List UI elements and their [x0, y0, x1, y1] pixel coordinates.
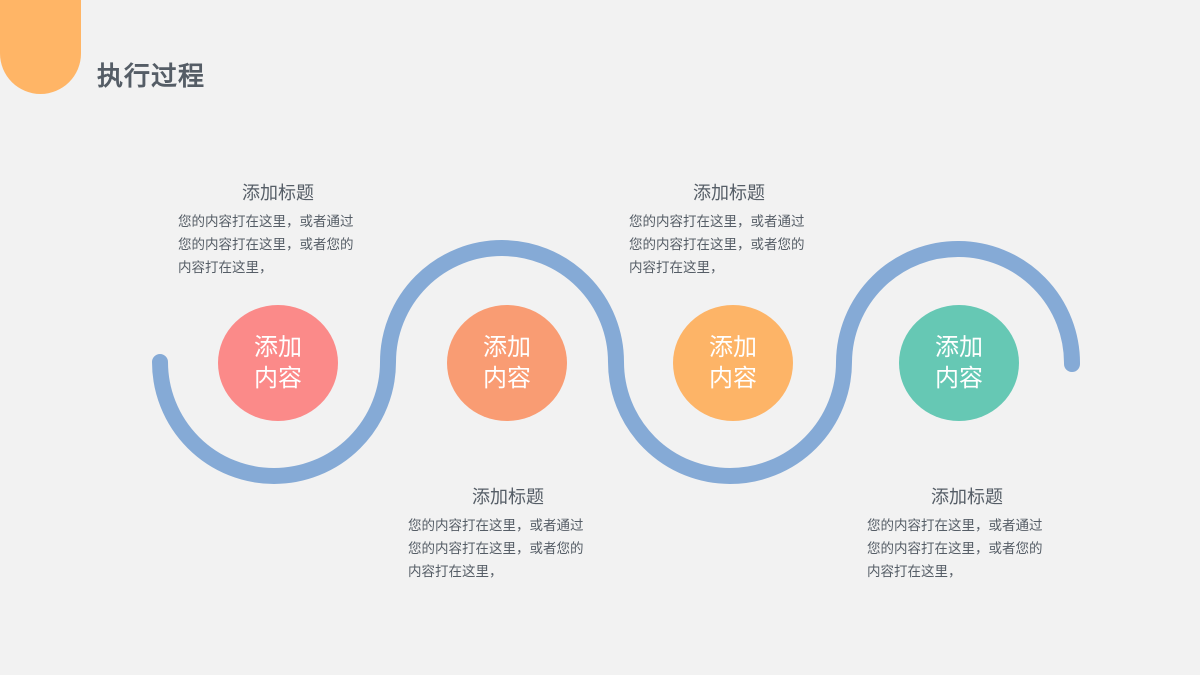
body-line: 您的内容打在这里，或者您的 [629, 237, 805, 253]
page-title: 执行过程 [97, 62, 206, 92]
body-line: 您的内容打在这里，或者通过 [408, 518, 584, 534]
step-title: 添加标题 [472, 487, 544, 508]
step-text-2: 添加标题 您的内容打在这里，或者通过 您的内容打在这里，或者您的 内容打在这里， [408, 487, 608, 584]
step-body: 您的内容打在这里，或者通过 您的内容打在这里，或者您的 内容打在这里， [178, 211, 378, 280]
node-label-line1: 添加 [709, 333, 757, 361]
step-node-3[interactable]: 添加 内容 [673, 305, 793, 421]
corner-accent-tab [0, 0, 81, 94]
step-node-2[interactable]: 添加 内容 [447, 305, 567, 421]
body-line: 您的内容打在这里，或者通过 [178, 214, 354, 230]
node-label-line1: 添加 [483, 333, 531, 361]
node-label-line2: 内容 [254, 364, 302, 392]
step-body: 您的内容打在这里，或者通过 您的内容打在这里，或者您的 内容打在这里， [408, 515, 608, 584]
node-label-line2: 内容 [483, 364, 531, 392]
body-line: 您的内容打在这里，或者您的 [408, 541, 584, 557]
node-label-line2: 内容 [709, 364, 757, 392]
body-line: 内容打在这里， [867, 564, 962, 580]
node-label-line2: 内容 [935, 364, 983, 392]
step-node-1[interactable]: 添加 内容 [218, 305, 338, 421]
step-body: 您的内容打在这里，或者通过 您的内容打在这里，或者您的 内容打在这里， [867, 515, 1067, 584]
node-label-line1: 添加 [935, 333, 983, 361]
step-node-4[interactable]: 添加 内容 [899, 305, 1019, 421]
step-title: 添加标题 [693, 183, 765, 204]
body-line: 您的内容打在这里，或者通过 [867, 518, 1043, 534]
body-line: 内容打在这里， [408, 564, 503, 580]
body-line: 您的内容打在这里，或者您的 [178, 237, 354, 253]
step-text-1: 添加标题 您的内容打在这里，或者通过 您的内容打在这里，或者您的 内容打在这里， [178, 183, 378, 280]
body-line: 内容打在这里， [629, 260, 724, 276]
step-text-3: 添加标题 您的内容打在这里，或者通过 您的内容打在这里，或者您的 内容打在这里， [629, 183, 829, 280]
body-line: 您的内容打在这里，或者通过 [629, 214, 805, 230]
body-line: 内容打在这里， [178, 260, 273, 276]
step-title: 添加标题 [931, 487, 1003, 508]
node-label-line1: 添加 [254, 333, 302, 361]
step-text-4: 添加标题 您的内容打在这里，或者通过 您的内容打在这里，或者您的 内容打在这里， [867, 487, 1067, 584]
step-body: 您的内容打在这里，或者通过 您的内容打在这里，或者您的 内容打在这里， [629, 211, 829, 280]
step-title: 添加标题 [242, 183, 314, 204]
body-line: 您的内容打在这里，或者您的 [867, 541, 1043, 557]
